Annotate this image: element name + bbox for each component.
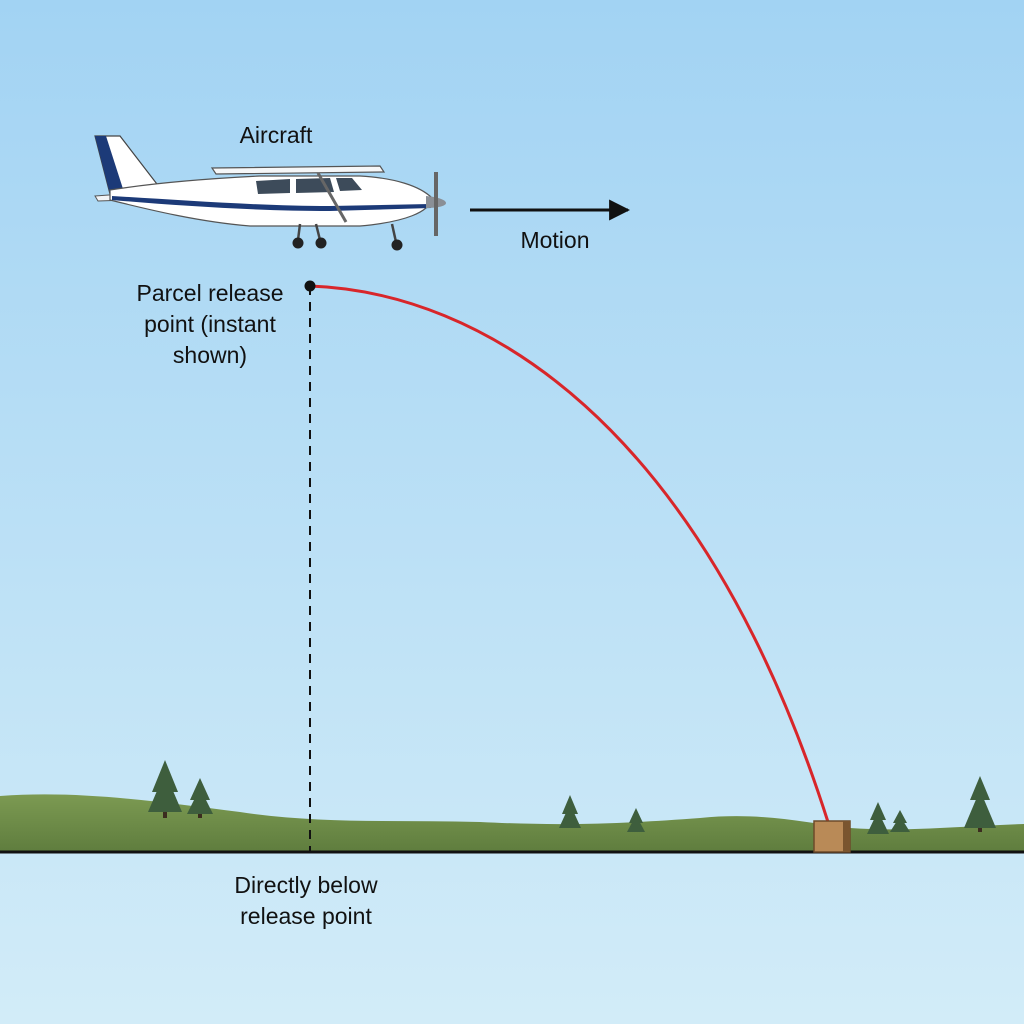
below-release-label: Directly below release point xyxy=(234,872,378,929)
hills xyxy=(0,794,1024,852)
tree-icon xyxy=(964,776,996,832)
motion-label: Motion xyxy=(520,227,590,253)
trees xyxy=(148,760,996,834)
release-point-marker xyxy=(304,280,316,292)
tree-icon xyxy=(627,808,645,832)
tree-icon xyxy=(148,760,182,818)
tree-icon xyxy=(559,795,581,828)
parcel-trajectory xyxy=(309,284,830,823)
tree-icon xyxy=(890,810,910,832)
tree-icon xyxy=(187,778,213,818)
aircraft-label: Aircraft xyxy=(239,122,313,148)
tree-icon xyxy=(867,802,889,834)
parcel-icon xyxy=(813,820,851,853)
release-point-label: Parcel release point (instant shown) xyxy=(136,280,284,368)
airplane-icon xyxy=(94,135,446,251)
